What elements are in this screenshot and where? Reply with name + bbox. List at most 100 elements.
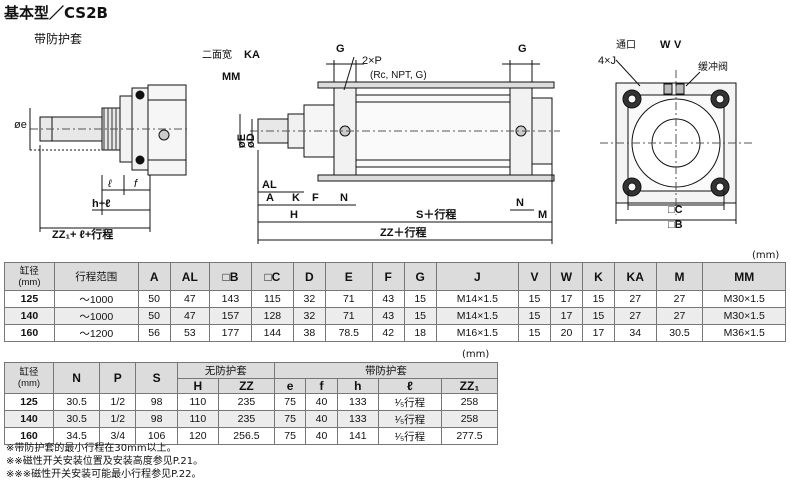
t1-header: D bbox=[292, 262, 326, 291]
label-p-note: (Rc, NPT, G) bbox=[370, 70, 427, 81]
t1-header: E bbox=[324, 262, 373, 291]
t2-subheader: H bbox=[176, 378, 219, 394]
t2-subheader: ZZ₁ bbox=[440, 378, 499, 394]
page-title: 基本型／CS2B bbox=[4, 4, 108, 22]
label-zz: ZZ＋行程 bbox=[380, 225, 426, 239]
table-cell: 56 bbox=[137, 324, 171, 342]
bore-cell: 140 bbox=[4, 307, 55, 325]
table-cell: 43 bbox=[371, 307, 405, 325]
bore-cell: 140 bbox=[3, 410, 55, 428]
table-cell: 40 bbox=[305, 427, 338, 445]
t2-header: N bbox=[53, 362, 101, 394]
t1-header: W bbox=[549, 262, 583, 291]
table-cell: 15 bbox=[581, 307, 615, 325]
t2-subheader: ℓ bbox=[377, 378, 442, 394]
table-cell: 30.5 bbox=[53, 393, 101, 411]
table-cell: 34 bbox=[613, 324, 657, 342]
label-f: f bbox=[134, 178, 138, 190]
table-cell: 177 bbox=[208, 324, 252, 342]
table-cell: M16×1.5 bbox=[435, 324, 520, 342]
table-cell: ～1000 bbox=[53, 290, 139, 308]
table-cell: 18 bbox=[403, 324, 437, 342]
t2-subheader: ZZ bbox=[217, 378, 275, 394]
t2-group-header: 带防护套 bbox=[273, 362, 499, 379]
label-oe: øe bbox=[14, 119, 27, 131]
label-n-left: N bbox=[340, 192, 348, 204]
label-v: V bbox=[674, 39, 682, 51]
table-cell: 75 bbox=[273, 410, 307, 428]
table-cell: 1/2 bbox=[99, 410, 137, 428]
table-cell: 42 bbox=[371, 324, 405, 342]
table-cell: ～1200 bbox=[53, 324, 139, 342]
label-port: 通口 bbox=[616, 39, 636, 51]
table-cell: 27 bbox=[655, 307, 704, 325]
t2-subheader: h bbox=[336, 378, 379, 394]
t2-header: 缸径(mm) bbox=[3, 362, 55, 394]
table-cell: 50 bbox=[137, 290, 171, 308]
table-cell: 98 bbox=[135, 393, 178, 411]
label-s-stroke: S＋行程 bbox=[416, 207, 456, 221]
table-cell: 235 bbox=[217, 410, 275, 428]
label-two-face: 二面宽 bbox=[202, 48, 232, 61]
table-cell: M14×1.5 bbox=[435, 307, 520, 325]
table-cell: 15 bbox=[518, 307, 551, 325]
table-cell: 258 bbox=[440, 393, 499, 411]
table-cell: 277.5 bbox=[440, 427, 499, 445]
label-b: □B bbox=[668, 219, 683, 231]
table-cell: 17 bbox=[549, 307, 583, 325]
t1-header: M bbox=[655, 262, 704, 291]
table-cell: ¹⁄₅行程 bbox=[377, 427, 442, 445]
t1-header: J bbox=[435, 262, 520, 291]
table-cell: 256.5 bbox=[217, 427, 275, 445]
label-k: K bbox=[292, 192, 300, 204]
table-cell: M30×1.5 bbox=[702, 290, 786, 308]
t1-header: V bbox=[518, 262, 551, 291]
label-4j: 4×J bbox=[598, 55, 616, 67]
table-cell: 141 bbox=[336, 427, 379, 445]
dimension-table-1: 缸径(mm) 行程范围 A AL □B □C D E F G J V W K K… bbox=[4, 262, 786, 342]
label-a: A bbox=[266, 192, 274, 204]
footnote: ※带防护套的最小行程在30mm以上。 bbox=[6, 443, 177, 454]
t2-header: S bbox=[135, 362, 178, 394]
table-cell: 15 bbox=[403, 290, 437, 308]
t1-header: AL bbox=[169, 262, 210, 291]
label-l: ℓ bbox=[107, 178, 112, 190]
label-p: 2×P bbox=[362, 55, 382, 67]
table-cell: 47 bbox=[169, 307, 210, 325]
table-cell: 40 bbox=[305, 393, 338, 411]
table-cell: ¹⁄₅行程 bbox=[377, 393, 442, 411]
table-cell: 20 bbox=[549, 324, 583, 342]
t1-header: MM bbox=[702, 262, 786, 291]
t2-header: P bbox=[99, 362, 137, 394]
table1-unit: (mm) bbox=[752, 250, 780, 261]
table-cell: 157 bbox=[208, 307, 252, 325]
table-cell: 15 bbox=[581, 290, 615, 308]
table-cell: 32 bbox=[292, 307, 326, 325]
footnote: ※※磁性开关安装位置及安装高度参见P.21。 bbox=[6, 456, 204, 467]
cylinder-side-view bbox=[250, 81, 560, 182]
page-subtitle: 带防护套 bbox=[34, 32, 83, 46]
footnote: ※※※磁性开关安装可能最小行程参见P.22。 bbox=[6, 469, 202, 480]
label-f2: F bbox=[312, 192, 319, 204]
table-cell: 128 bbox=[250, 307, 294, 325]
dimension-table-2: 缸径(mm) N P S 无防护套 带防护套 H ZZ e f h ℓ ZZ₁ … bbox=[3, 362, 499, 445]
footnotes: ※带防护套的最小行程在30mm以上。 ※※磁性开关安装位置及安装高度参见P.21… bbox=[6, 442, 203, 481]
table-cell: ～1000 bbox=[53, 307, 139, 325]
label-h-l: h+ℓ bbox=[92, 198, 111, 210]
table-cell: 144 bbox=[250, 324, 294, 342]
table-cell: ¹⁄₅行程 bbox=[377, 410, 442, 428]
t1-header: □B bbox=[208, 262, 252, 291]
t1-header: 缸径(mm) bbox=[4, 262, 55, 291]
table-cell: 15 bbox=[518, 290, 551, 308]
bore-cell: 125 bbox=[4, 290, 55, 308]
table-cell: 110 bbox=[176, 410, 219, 428]
label-mm: MM bbox=[222, 71, 240, 83]
t1-header: K bbox=[581, 262, 615, 291]
table-cell: 235 bbox=[217, 393, 275, 411]
t1-header: 行程范围 bbox=[53, 262, 139, 291]
t1-header: □C bbox=[250, 262, 294, 291]
table-cell: 50 bbox=[137, 307, 171, 325]
